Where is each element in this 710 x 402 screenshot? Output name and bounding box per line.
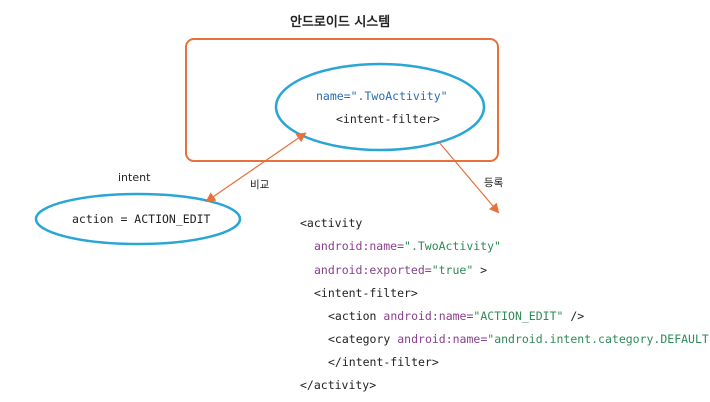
code-name-value: ".TwoActivity" [404,239,501,253]
code-activity-open: <activity [300,216,362,230]
code-activity-open-tag: <activity [300,216,363,230]
activity-name-attr: name= [316,89,351,103]
register-label: 등록 [484,177,504,189]
code-action-line: <action android:name="ACTION_EDIT" /> [328,309,584,323]
intent-label: intent [118,171,151,184]
code-exported-line: android:exported="true" > [314,263,487,277]
code-action-tag: <action [328,309,384,323]
diagram-title: 안드로이드 시스템 [290,15,391,30]
code-filter-close-tag: </intent-filter> [328,355,439,369]
code-filter-open: <intent-filter> [314,286,418,300]
code-category-line: <category android:name="android.intent.c… [328,332,710,346]
code-filter-open-tag: <intent-filter> [314,286,418,300]
activity-ellipse [274,62,486,152]
code-activity-close: </activity> [300,378,376,392]
code-exported-value: "true" [431,263,474,277]
code-category-attr: android:name= [397,332,488,346]
code-action-value: "ACTION_EDIT" [473,309,564,323]
code-filter-close: </intent-filter> [328,355,439,369]
code-action-close: /> [563,309,585,323]
code-exported-attr: android:exported= [314,263,432,277]
activity-name-text: name=".TwoActivity" [316,89,448,103]
intent-action-text: action = ACTION_EDIT [72,212,211,226]
compare-label: 비교 [250,179,270,191]
intent-filter-text: <intent-filter> [336,112,440,126]
code-exported-close: > [473,263,488,277]
code-name-line: android:name=".TwoActivity" [314,239,501,253]
code-action-attr: android:name= [383,309,474,323]
activity-name-value: ".TwoActivity" [350,89,448,103]
compare-arrow [205,132,307,203]
code-category-value: "android.intent.category.DEFAULT" [487,332,710,346]
code-category-tag: <category [328,332,398,346]
android-system-box [185,38,499,162]
intent-ellipse [34,192,242,246]
register-arrow [437,140,500,214]
code-name-attr: android:name= [314,239,405,253]
code-activity-close-tag: </activity> [300,378,377,392]
